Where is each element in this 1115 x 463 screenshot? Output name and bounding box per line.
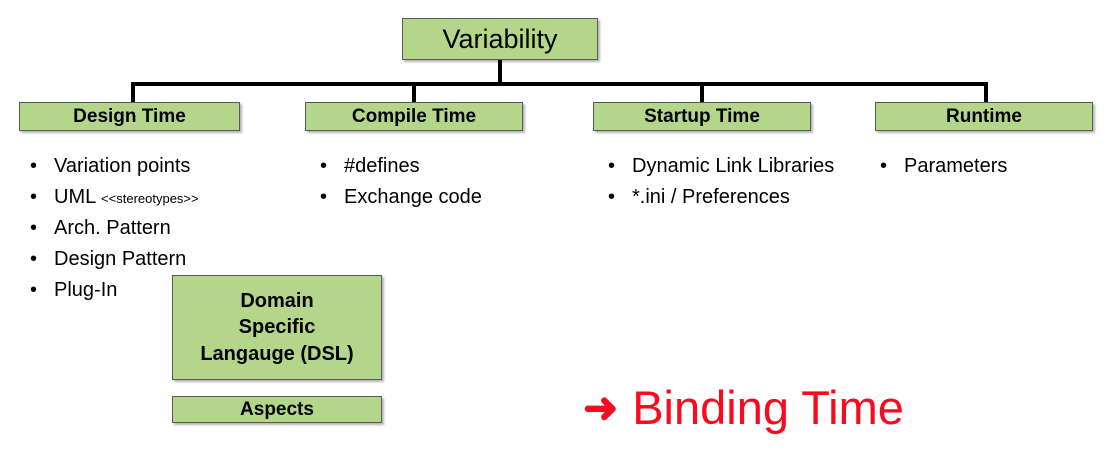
- bullet-glyph: •: [320, 155, 328, 177]
- node-domain-specific-language[interactable]: Domain Specific Langauge (DSL): [172, 275, 382, 380]
- list-item-label: Plug-In: [54, 279, 118, 301]
- right-arrow-icon: ➜: [583, 383, 619, 431]
- node-dsl-line-3: Langauge (DSL): [200, 342, 354, 365]
- node-startup-time-label: Startup Time: [644, 105, 760, 127]
- bullet-glyph: •: [320, 186, 328, 208]
- bullet-glyph: •: [608, 155, 616, 177]
- bullet-list-runtime: • Parameters: [880, 152, 1110, 183]
- list-item-label: #defines: [344, 155, 420, 177]
- list-item-label: Exchange code: [344, 186, 482, 208]
- list-item-label: Variation points: [54, 155, 191, 177]
- bullet-glyph: •: [30, 155, 38, 177]
- node-variability[interactable]: Variability: [402, 18, 598, 60]
- connector-drop-compile-time: [412, 82, 416, 104]
- node-compile-time[interactable]: Compile Time: [305, 102, 523, 131]
- connector-drop-runtime: [984, 82, 988, 104]
- node-dsl-line-1: Domain: [240, 289, 314, 312]
- bullet-glyph: •: [30, 217, 38, 239]
- connector-drop-design-time: [131, 82, 135, 104]
- list-item-label: Arch. Pattern: [54, 217, 171, 239]
- binding-time-callout: ➜ Binding Time: [583, 380, 904, 435]
- list-item-label: Design Pattern: [54, 248, 187, 270]
- bullet-glyph: •: [880, 155, 888, 177]
- node-dsl-line-2: Specific: [238, 316, 316, 339]
- connector-root-stem: [498, 60, 502, 84]
- list-item-label-stereotype: <<stereotypes>>: [101, 191, 199, 206]
- list-item: • Exchange code: [320, 183, 570, 212]
- node-variability-label: Variability: [442, 23, 558, 54]
- bullet-list-compile-time: • #defines • Exchange code: [320, 152, 570, 214]
- list-item: • Parameters: [880, 152, 1110, 181]
- list-item-label-main: UML: [54, 186, 102, 208]
- list-item: • Plug-In: [30, 276, 300, 305]
- list-item-label: Parameters: [904, 155, 1008, 177]
- bullet-list-design-time: • Variation points • UML <<stereotypes>>…: [30, 152, 300, 307]
- list-item: • *.ini / Preferences: [608, 183, 863, 212]
- list-item: • UML <<stereotypes>>: [30, 183, 300, 212]
- bullet-glyph: •: [30, 248, 38, 270]
- list-item: • Variation points: [30, 152, 300, 181]
- node-aspects-label: Aspects: [240, 398, 314, 420]
- bullet-glyph: •: [30, 279, 38, 301]
- list-item-label: Dynamic Link Libraries: [632, 155, 835, 177]
- bullet-glyph: •: [608, 186, 616, 208]
- node-aspects[interactable]: Aspects: [172, 396, 382, 423]
- node-runtime-label: Runtime: [946, 105, 1022, 127]
- node-runtime[interactable]: Runtime: [875, 102, 1093, 131]
- list-item: • Dynamic Link Libraries: [608, 152, 863, 181]
- connector-drop-startup-time: [700, 82, 704, 104]
- list-item: • #defines: [320, 152, 570, 181]
- node-design-time-label: Design Time: [73, 105, 186, 127]
- list-item-label: *.ini / Preferences: [632, 186, 790, 208]
- list-item-label: UML <<stereotypes>>: [54, 183, 300, 212]
- node-design-time[interactable]: Design Time: [19, 102, 240, 131]
- bullet-glyph: •: [30, 186, 38, 208]
- bullet-list-startup-time: • Dynamic Link Libraries • *.ini / Prefe…: [608, 152, 863, 214]
- node-startup-time[interactable]: Startup Time: [593, 102, 811, 131]
- list-item: • Design Pattern: [30, 245, 300, 274]
- node-compile-time-label: Compile Time: [351, 105, 477, 127]
- connector-horizontal-bus: [131, 82, 988, 86]
- binding-time-label: Binding Time: [632, 381, 904, 434]
- list-item: • Arch. Pattern: [30, 214, 300, 243]
